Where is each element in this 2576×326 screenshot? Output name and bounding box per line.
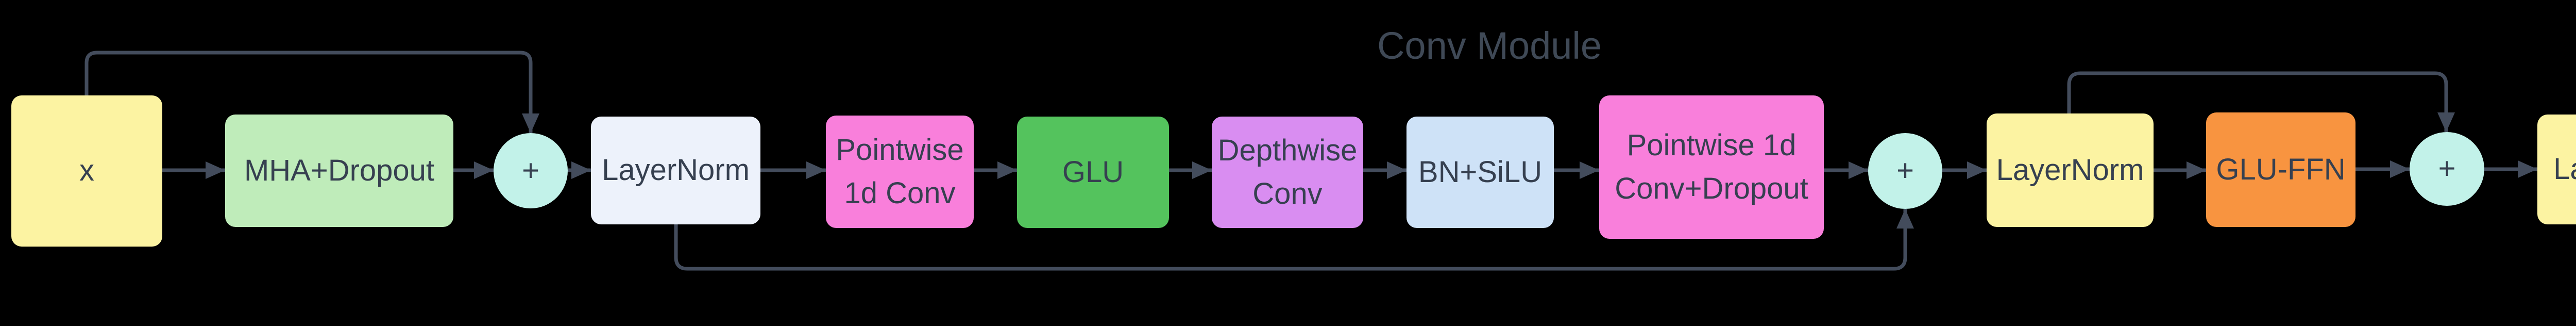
- add-circle-3: +: [2410, 132, 2484, 206]
- add-circle-1: +: [494, 133, 568, 208]
- node-pointwise-1d-conv-dropout: Pointwise 1d Conv+Dropout: [1599, 95, 1824, 239]
- node-x: x: [11, 95, 162, 247]
- node-glu: GLU: [1017, 117, 1169, 228]
- node-pointwise-1d-conv: Pointwise 1d Conv: [826, 116, 974, 228]
- node-layernorm-2: LayerNorm: [1987, 113, 2154, 227]
- node-bn-silu: BN+SiLU: [1406, 117, 1554, 228]
- node-layernorm-1: LayerNorm: [591, 117, 760, 224]
- node-mha-dropout: MHA+Dropout: [225, 115, 453, 227]
- add-circle-2: +: [1868, 133, 1942, 209]
- node-depthwise-conv: Depthwise Conv: [1212, 117, 1363, 228]
- node-glu-ffn: GLU-FFN: [2206, 112, 2355, 227]
- node-layernorm-3: LayerNorm: [2537, 115, 2576, 224]
- diagram-title: Conv Module: [1377, 24, 1602, 67]
